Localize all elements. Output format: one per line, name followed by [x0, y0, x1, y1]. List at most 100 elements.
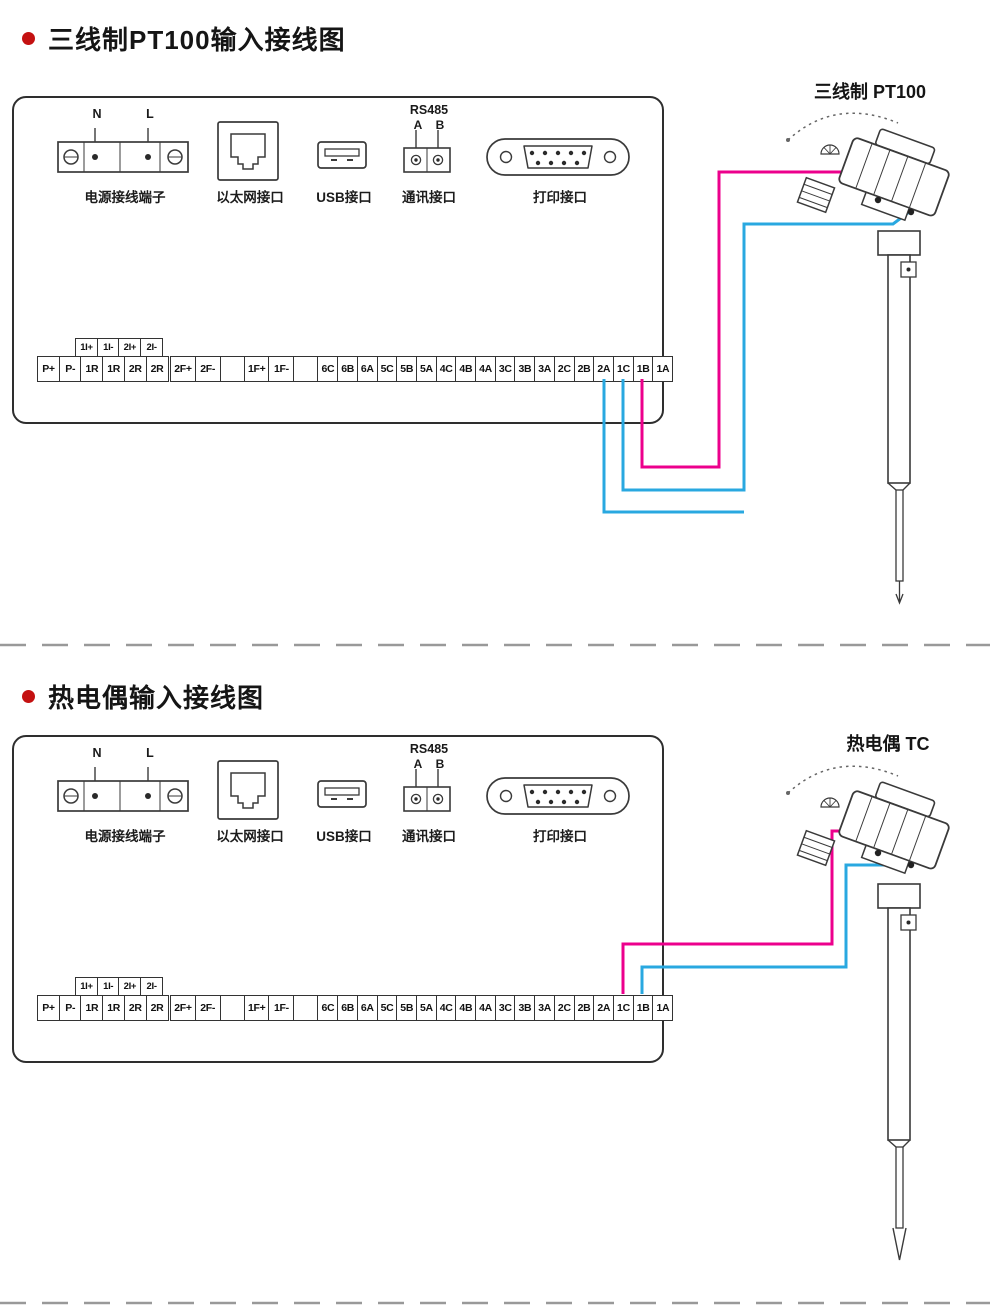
bullet-icon	[22, 690, 35, 703]
terminal-cell-4B: 4B	[455, 995, 477, 1021]
recorder-rear-panel-1: N L 电源接线端子 以太网接口 USB接口 RS485 A B 通讯接口 打印…	[12, 96, 674, 424]
terminal-cell-1A: 1A	[652, 356, 674, 382]
tc-wires	[621, 829, 908, 994]
terminal-cell-1R: 1R	[102, 995, 126, 1021]
printer-port-label: 打印接口	[533, 829, 587, 844]
terminal-cell-5C: 5C	[376, 995, 398, 1021]
rs485-b-label: B	[435, 118, 445, 132]
terminal-cell-5C: 5C	[376, 356, 398, 382]
terminal-cell-5B: 5B	[396, 356, 418, 382]
terminal-cell-2C: 2C	[553, 356, 575, 382]
power-l-label: L	[146, 746, 154, 760]
usb-port-label: USB接口	[316, 829, 372, 844]
terminal-cell-1R: 1R	[80, 356, 104, 382]
terminal-cell-2B: 2B	[573, 356, 595, 382]
terminal-cell-1A: 1A	[652, 995, 674, 1021]
terminal-cell-1Im: 1I-	[96, 338, 120, 357]
terminal-cell-1Im: 1I-	[96, 977, 120, 996]
tc-probe-graphic	[785, 765, 957, 1261]
terminal-cell-1Ip: 1I+	[75, 338, 98, 357]
terminal-cell-2R: 2R	[123, 995, 147, 1021]
terminal-cell-6C: 6C	[317, 995, 339, 1021]
sensor1-label: 三线制 PT100	[813, 82, 927, 102]
terminal-cell-3B: 3B	[514, 356, 536, 382]
terminal-cell-2Fp: 2F+	[170, 356, 196, 382]
terminal-cell-2B: 2B	[573, 995, 595, 1021]
ethernet-port-label: 以太网接口	[216, 829, 284, 844]
terminal-cell-1Ip: 1I+	[75, 977, 98, 996]
terminal-cell-1C: 1C	[612, 995, 634, 1021]
section2-header: 热电偶输入接线图	[22, 678, 264, 715]
terminal-cell-3C: 3C	[494, 356, 516, 382]
section1-title: 三线制PT100输入接线图	[48, 25, 346, 55]
rs485-b-label: B	[435, 757, 445, 771]
terminal-cell-1Fm: 1F-	[268, 356, 295, 382]
comm-port-label: 通讯接口	[402, 829, 456, 844]
aux-terminal-strip: 1I+1I-2I+2I-	[75, 338, 164, 357]
terminal-cell-2Fm: 2F-	[194, 995, 221, 1021]
terminal-cell-3C: 3C	[494, 995, 516, 1021]
terminal-gap	[294, 356, 318, 382]
terminal-cell-2A: 2A	[593, 356, 615, 382]
terminal-gap	[220, 995, 244, 1021]
terminal-gap	[220, 356, 244, 382]
terminal-cell-2Ip: 2I+	[118, 977, 142, 996]
section1-header: 三线制PT100输入接线图	[22, 20, 346, 57]
usb-port-label: USB接口	[316, 190, 372, 205]
terminal-cell-1R: 1R	[80, 995, 104, 1021]
aux-terminal-strip: 1I+1I-2I+2I-	[75, 977, 164, 996]
terminal-cell-4A: 4A	[475, 356, 497, 382]
rs485-title: RS485	[409, 103, 449, 117]
terminal-cell-2Fp: 2F+	[170, 995, 196, 1021]
terminal-cell-Pm: P-	[58, 356, 82, 382]
terminal-cell-5B: 5B	[396, 995, 418, 1021]
terminal-cell-Pm: P-	[58, 995, 82, 1021]
comm-port-label: 通讯接口	[402, 190, 456, 205]
bullet-icon	[22, 32, 35, 45]
power-terminal-label: 电源接线端子	[84, 190, 166, 205]
ethernet-port-label: 以太网接口	[216, 190, 284, 205]
terminal-cell-2A: 2A	[593, 995, 615, 1021]
terminal-cell-6A: 6A	[356, 995, 378, 1021]
rs485-title: RS485	[409, 742, 449, 756]
terminal-cell-3A: 3A	[534, 356, 556, 382]
terminal-cell-1B: 1B	[632, 356, 654, 382]
power-n-label: N	[92, 107, 102, 121]
rs485-a-label: A	[413, 118, 423, 132]
terminal-cell-2R: 2R	[145, 356, 169, 382]
terminal-gap	[294, 995, 318, 1021]
terminal-cell-6C: 6C	[317, 356, 339, 382]
terminal-cell-1Fm: 1F-	[268, 995, 295, 1021]
terminal-cell-5A: 5A	[415, 995, 437, 1021]
terminal-cell-1C: 1C	[612, 356, 634, 382]
terminal-cell-Pp: P+	[37, 356, 60, 382]
terminal-cell-2Ip: 2I+	[118, 338, 142, 357]
terminal-cell-6B: 6B	[337, 356, 359, 382]
printer-port-label: 打印接口	[533, 190, 587, 205]
terminal-cell-5A: 5A	[415, 356, 437, 382]
terminal-cell-2Im: 2I-	[140, 977, 164, 996]
pt100-probe-graphic	[785, 112, 957, 605]
terminal-cell-3A: 3A	[534, 995, 556, 1021]
sensor2-label: 热电偶 TC	[846, 734, 930, 754]
power-terminal-label: 电源接线端子	[84, 829, 166, 844]
terminal-cell-4B: 4B	[455, 356, 477, 382]
terminal-cell-4C: 4C	[435, 995, 457, 1021]
terminal-cell-4C: 4C	[435, 356, 457, 382]
terminal-cell-2R: 2R	[145, 995, 169, 1021]
terminal-cell-1Fp: 1F+	[243, 995, 270, 1021]
terminal-cell-4A: 4A	[475, 995, 497, 1021]
terminal-cell-2C: 2C	[553, 995, 575, 1021]
recorder-rear-panel-2: N L 电源接线端子 以太网接口 USB接口 RS485 A B 通讯接口 打印…	[12, 735, 674, 1063]
terminal-cell-2R: 2R	[123, 356, 147, 382]
terminal-cell-1Fp: 1F+	[243, 356, 270, 382]
terminal-cell-2Fm: 2F-	[194, 356, 221, 382]
power-l-label: L	[146, 107, 154, 121]
terminal-cell-6A: 6A	[356, 356, 378, 382]
terminal-cell-6B: 6B	[337, 995, 359, 1021]
